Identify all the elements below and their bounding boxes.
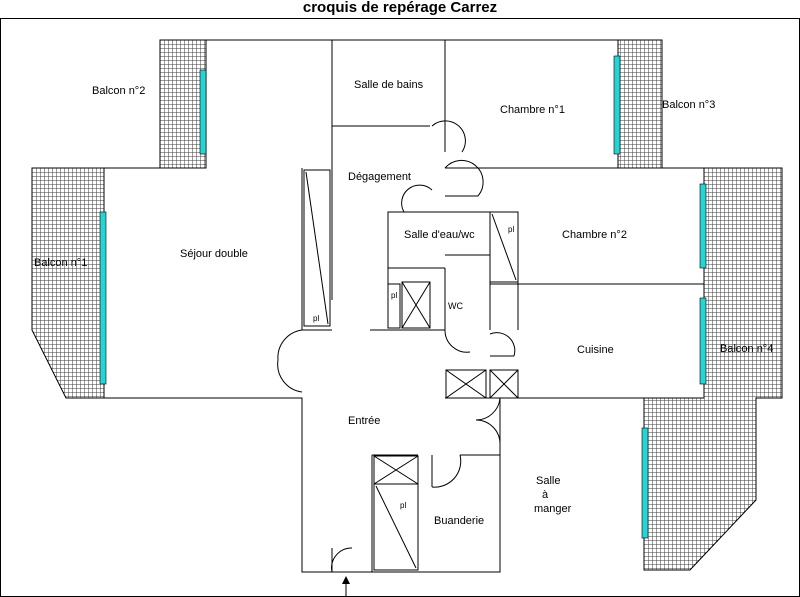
label-balcon-3: Balcon n°3 bbox=[662, 99, 715, 111]
label-salle-eau-wc: Salle d'eau/wc bbox=[404, 229, 475, 241]
balcony-1-area bbox=[31, 167, 105, 399]
label-balcon-2: Balcon n°2 bbox=[92, 85, 145, 97]
closet-label: pl bbox=[313, 314, 319, 323]
label-cuisine: Cuisine bbox=[577, 344, 614, 356]
label-degagement: Dégagement bbox=[348, 171, 411, 183]
label-chambre-2: Chambre n°2 bbox=[562, 229, 627, 241]
walls bbox=[103, 39, 705, 573]
label-chambre-1: Chambre n°1 bbox=[500, 104, 565, 116]
label-balcon-4: Balcon n°4 bbox=[720, 343, 773, 355]
window-balcon-2 bbox=[199, 69, 207, 155]
label-balcon-1: Balcon n°1 bbox=[34, 257, 87, 269]
closet-label: pl bbox=[508, 225, 514, 234]
balcony-2-area bbox=[159, 39, 207, 169]
window-chambre-2 bbox=[699, 183, 707, 269]
window-salle-a-manger bbox=[641, 427, 649, 539]
balcony-3-area bbox=[617, 39, 663, 169]
closets bbox=[303, 169, 519, 571]
window-balcon-1 bbox=[99, 211, 107, 385]
label-salle-line-2: à bbox=[542, 489, 549, 501]
entry-arrow bbox=[342, 576, 350, 597]
balcony-4-area bbox=[643, 167, 783, 571]
label-salle-line-3: manger bbox=[534, 503, 572, 515]
label-salle-de-bains: Salle de bains bbox=[354, 79, 424, 91]
label-sejour-double: Séjour double bbox=[180, 248, 248, 260]
label-wc: WC bbox=[448, 301, 463, 311]
label-entree: Entrée bbox=[348, 415, 380, 427]
label-salle-line-1: Salle bbox=[536, 475, 560, 487]
closet-label: pl bbox=[400, 501, 406, 510]
windows bbox=[99, 55, 707, 539]
label-buanderie: Buanderie bbox=[434, 515, 484, 527]
closet-label: pl bbox=[391, 291, 397, 300]
window-balcon-3 bbox=[613, 55, 621, 155]
window-cuisine bbox=[699, 297, 707, 385]
balcony-areas bbox=[31, 39, 783, 571]
door-swings bbox=[277, 120, 516, 573]
